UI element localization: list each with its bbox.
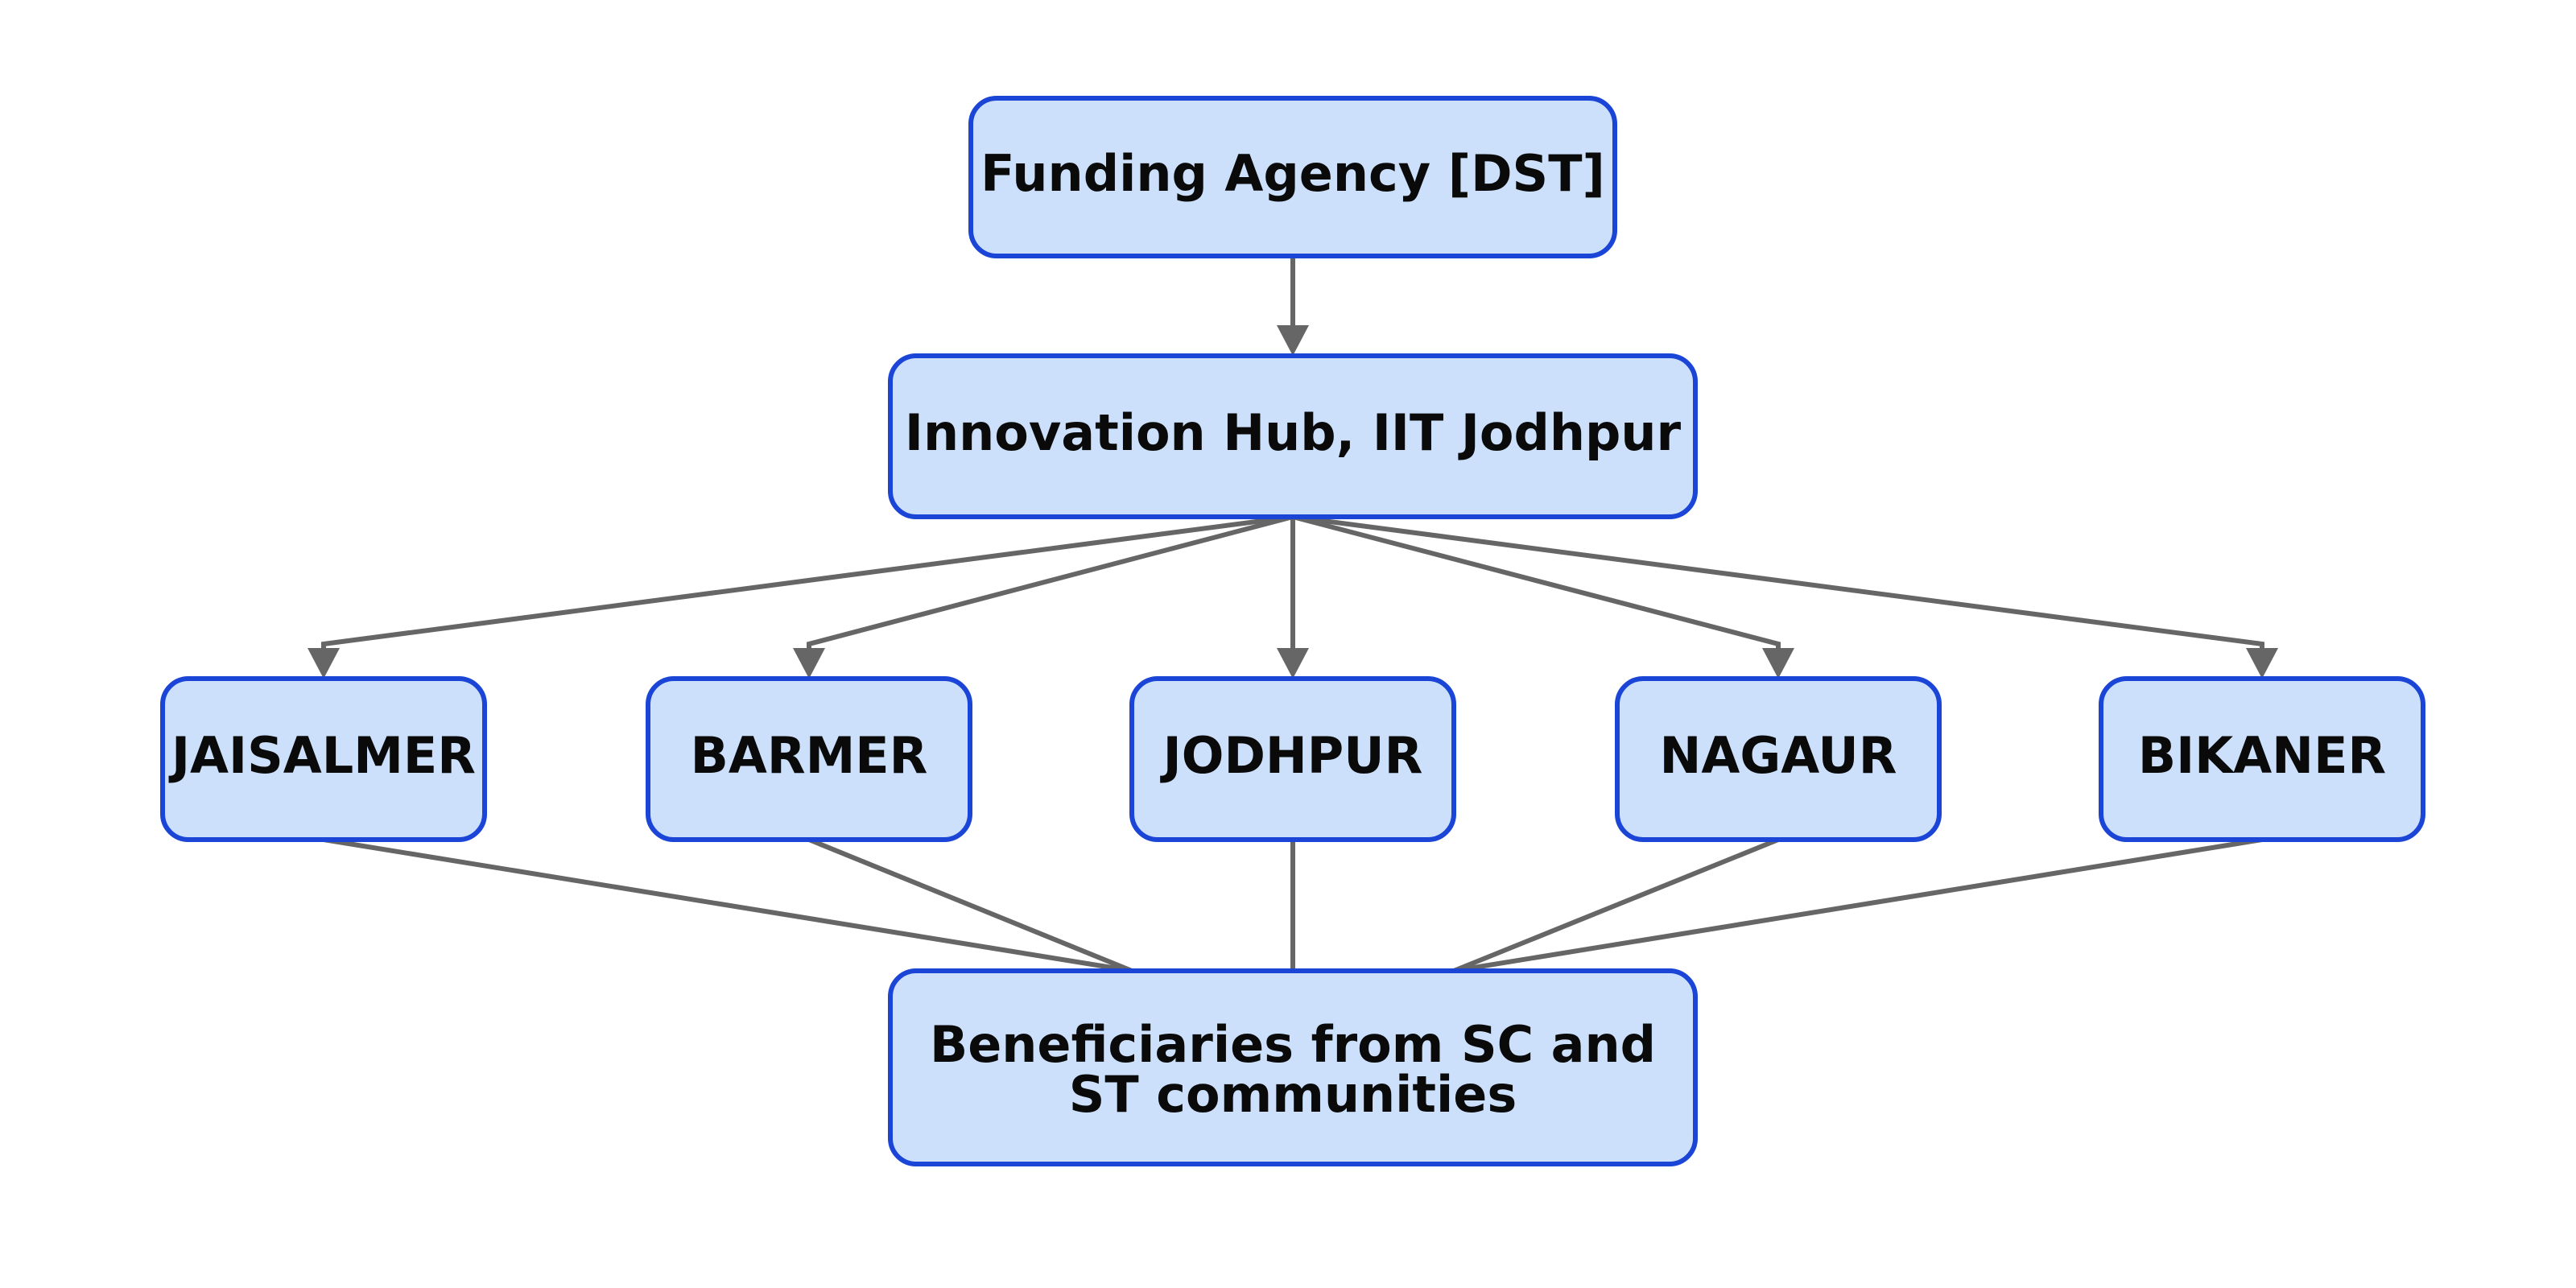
edge-line [1292,514,1781,654]
arrowhead-icon [1762,648,1794,679]
node-box [888,968,1698,1166]
node-box [888,353,1698,519]
node-box [1615,676,1942,842]
node-nagaur: NAGAUR [1615,676,1942,842]
node-label-line2: ST communities [1069,1065,1517,1124]
node-label: BARMER [691,726,928,785]
node-jodhpur: JODHPUR [1129,676,1456,842]
arrowhead-icon [1277,648,1309,679]
node-barmer: BARMER [646,676,972,842]
node-box [968,96,1617,258]
node-bikaner: BIKANER [2099,676,2425,842]
node-funding-agency: Funding Agency [DST] [968,96,1617,258]
edge-line [807,837,1133,973]
node-beneficiaries: Beneficiaries from SC and ST communities [888,968,1698,1166]
edge-line [321,514,1294,654]
node-label: JAISALMER [168,726,476,785]
edge-line [1292,514,2264,654]
edge-line [1453,837,2263,973]
node-innovation-hub: Innovation Hub, IIT Jodhpur [888,353,1698,519]
arrowhead-icon [308,648,340,679]
arrowhead-icon [793,648,825,679]
node-label: Funding Agency [DST] [980,144,1605,203]
node-label: NAGAUR [1660,726,1897,785]
node-box [1129,676,1456,842]
edges-layer [308,256,2278,973]
node-label: BIKANER [2138,726,2386,785]
edge-line [323,837,1133,973]
edge-line [807,514,1294,654]
arrowhead-icon [1277,325,1309,356]
node-label: JODHPUR [1160,726,1423,785]
node-jaisalmer: JAISALMER [160,676,487,842]
node-label-line1: Beneficiaries from SC and [930,1015,1656,1074]
node-label: Innovation Hub, IIT Jodhpur [905,403,1682,462]
node-box [2099,676,2425,842]
node-box [646,676,972,842]
edge-line [1452,837,1780,973]
node-box [160,676,487,842]
arrowhead-icon [2246,648,2278,679]
